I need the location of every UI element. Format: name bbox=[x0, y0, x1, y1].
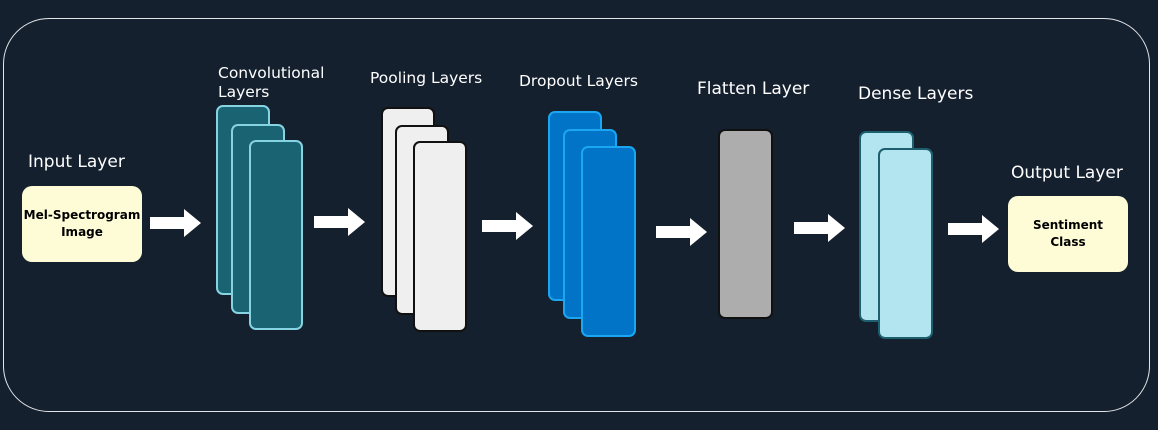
input-layer-title: Input Layer bbox=[28, 152, 125, 172]
output-layer-box: Sentiment Class bbox=[1008, 196, 1128, 272]
arrow-icon bbox=[794, 214, 845, 242]
output-box-line2: Class bbox=[1050, 235, 1086, 249]
arrow-icon bbox=[314, 208, 365, 236]
pooling-layers-title: Pooling Layers bbox=[370, 69, 483, 87]
diagram-frame bbox=[3, 18, 1150, 412]
flatten-layer-card bbox=[718, 129, 773, 319]
arrow-icon bbox=[482, 212, 533, 240]
conv-layer-card bbox=[249, 140, 303, 330]
dropout-layer-card bbox=[581, 146, 636, 337]
input-layer-box: Mel-Spectrogram Image bbox=[22, 186, 142, 262]
arrow-icon bbox=[948, 215, 999, 243]
pooling-layer-card bbox=[413, 141, 467, 332]
conv-title-line1: Convolutional bbox=[218, 64, 325, 82]
arrow-icon bbox=[656, 218, 707, 246]
output-box-line1: Sentiment bbox=[1032, 218, 1104, 233]
arrow-icon bbox=[150, 209, 201, 237]
output-layer-title: Output Layer bbox=[1011, 163, 1123, 183]
dense-layer-card bbox=[878, 148, 933, 339]
dense-layers-title: Dense Layers bbox=[858, 84, 974, 104]
flatten-layer-title: Flatten Layer bbox=[697, 79, 810, 99]
conv-title-line2: Layers bbox=[218, 82, 270, 101]
conv-layers-title: Convolutional Layers bbox=[218, 64, 324, 101]
dropout-layers-title: Dropout Layers bbox=[519, 72, 638, 90]
input-box-line2: Image bbox=[61, 225, 103, 239]
input-box-line1: Mel-Spectrogram bbox=[23, 208, 141, 223]
